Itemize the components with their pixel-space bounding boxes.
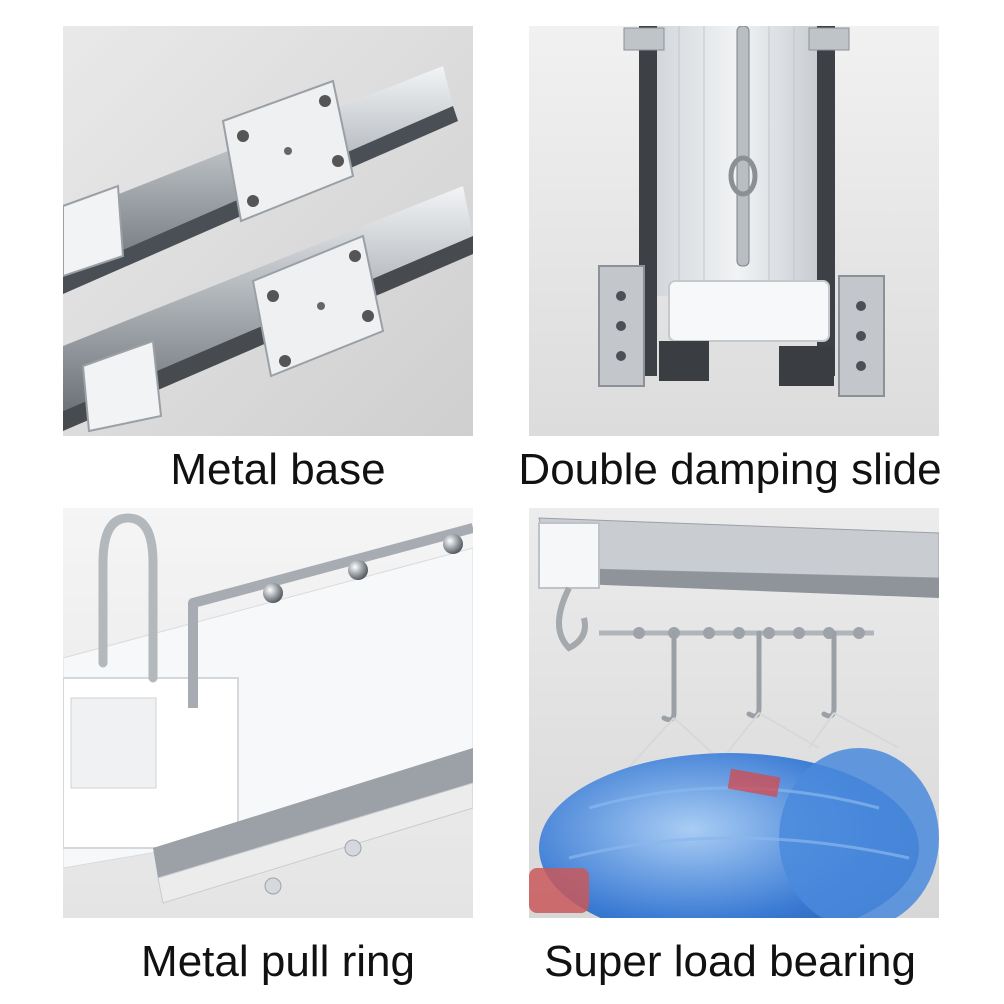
- caption-double-damping-slide: Double damping slide: [518, 445, 942, 494]
- caption-super-load-bearing: Super load bearing: [544, 937, 916, 986]
- metal-base-illustration: [63, 26, 473, 436]
- metal-pull-ring-illustration: [63, 508, 473, 918]
- metal-pull-ring-photo: [63, 508, 473, 918]
- super-load-bearing-illustration: [529, 508, 939, 918]
- super-load-bearing-photo: [529, 508, 939, 918]
- double-damping-slide-photo: [529, 26, 939, 436]
- caption-metal-base: Metal base: [170, 445, 386, 494]
- caption-metal-pull-ring: Metal pull ring: [141, 937, 415, 986]
- metal-base-photo: [63, 26, 473, 436]
- double-damping-slide-illustration: [529, 26, 939, 436]
